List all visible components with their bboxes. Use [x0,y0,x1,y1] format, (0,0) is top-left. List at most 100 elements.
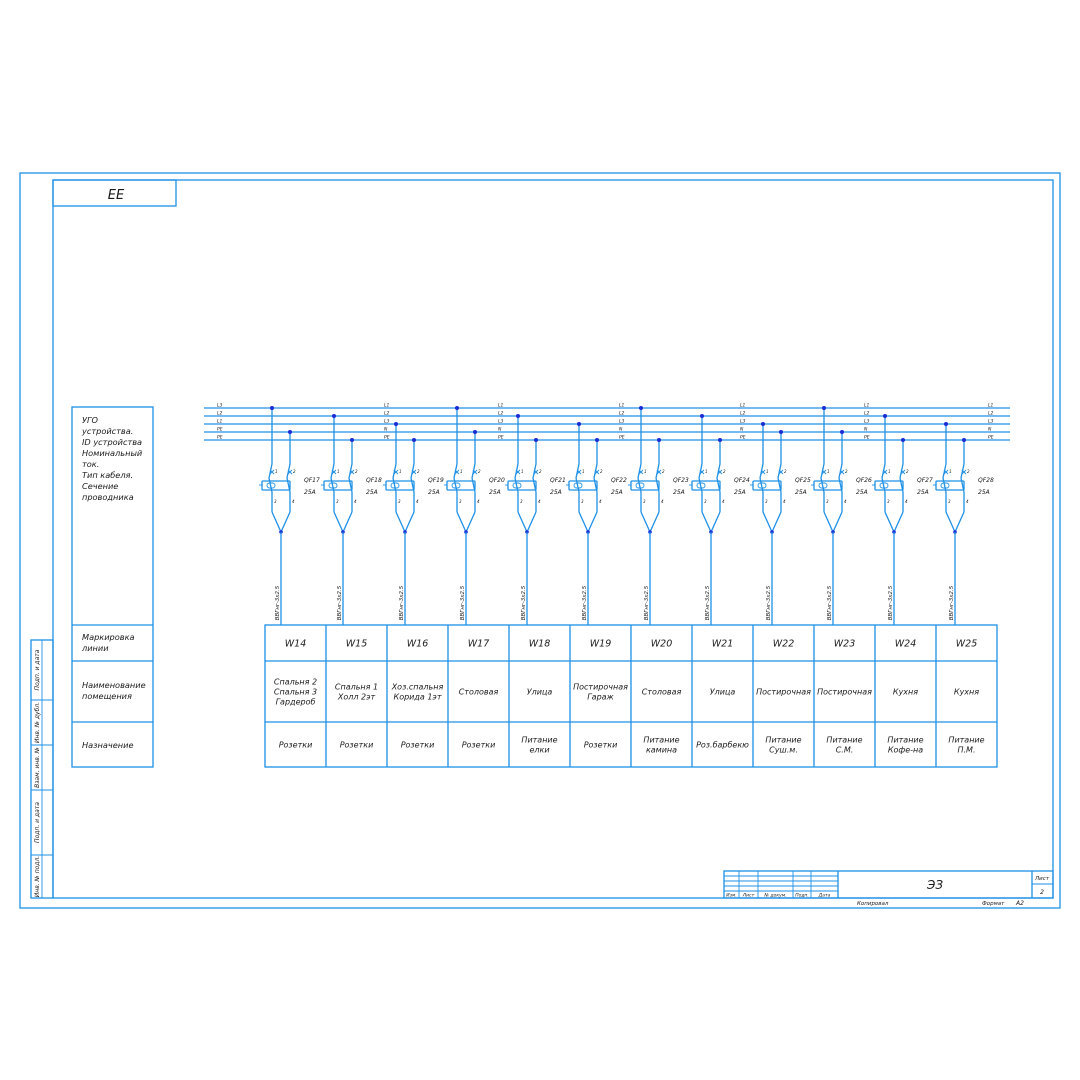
bus-junction [473,430,477,434]
bus-label: L1 [498,403,504,409]
line-marking: W17 [468,638,489,649]
bus-label: PE [498,435,504,441]
room-name: Кухня [893,687,918,696]
bus-label: PE [619,435,625,441]
pin-label: 3 [643,499,646,504]
cable-type: ВВГнг-3х2.5 [766,585,772,620]
pin-label: 1 [827,469,830,474]
pin-label: 1 [275,469,278,474]
legend-ugo-text: ток. [82,459,99,469]
title-col-header: Лист [742,893,755,899]
pin-label: 1 [888,469,891,474]
sheet-label: Лист [1034,876,1050,882]
breaker-current: 25A [611,489,623,496]
purpose: Розетки [584,740,618,749]
breaker-body [446,480,476,491]
rcd-coil [757,482,767,489]
bus-label: L2 [988,411,994,417]
legend-table-border [71,406,154,768]
breaker-body [261,480,291,491]
breaker-id: QF23 [673,477,689,484]
title-col-header: Подп. [795,893,809,899]
cable-type: ВВГнг-3х2.5 [399,585,405,620]
breaker-id: QF25 [795,477,811,484]
rcd-coil [818,482,828,489]
cable-type: ВВГнг-3х2.5 [582,585,588,620]
rcd-coil [879,482,889,489]
breaker-current: 25A [856,489,868,496]
room-name: Столовая [642,687,682,696]
side-strip-label: Подп. и дата [34,802,41,843]
pin-label: 4 [292,499,295,504]
breaker-id: QF18 [366,477,382,484]
cable-type: ВВГнг-3х2.5 [888,585,894,620]
room-name: Спальня 1 [335,682,378,691]
room-name: Улица [710,687,736,696]
bus-junction [657,438,661,442]
purpose: Питание [826,735,862,744]
title-col-header: № докум. [763,893,786,899]
bus-label: L1 [217,419,223,425]
bus-label: L2 [619,411,625,417]
breaker-current: 25A [304,489,316,496]
line-marking: W14 [285,638,306,649]
room-name: Постирочная [756,687,811,696]
bus-junction [962,438,966,442]
bus-label: L1 [988,403,994,409]
room-name: Холл 2эт [337,692,376,701]
bus-label: PE [864,435,870,441]
pin-label: 3 [765,499,768,504]
top-left-stamp: ЕЕ [52,179,177,207]
line-marking: W25 [956,638,977,649]
bus-label: PE [988,435,994,441]
breaker-current: 25A [917,489,929,496]
line-marking: W24 [895,638,916,649]
bus-label: L2 [498,411,504,417]
pin-label: 4 [905,499,908,504]
bus-label: PE [217,427,223,433]
pin-label: 4 [966,499,969,504]
purpose: Питание [521,735,557,744]
pin-label: 1 [766,469,769,474]
purpose: Питание [643,735,679,744]
bus-label: L1 [864,403,870,409]
pin-label: 2 [293,469,296,474]
sheet-outer-border [19,172,1061,909]
pin-label: 4 [416,499,419,504]
legend-room-text: помещения [82,691,132,701]
pin-label: 4 [722,499,725,504]
sheet-number: 2 [1040,889,1044,896]
cable-type: ВВГнг-3х2.5 [521,585,527,620]
copied-label: Копировал [857,901,889,907]
cable-type: ВВГнг-3х2.5 [949,585,955,620]
bus-junction [761,422,765,426]
rcd-coil [328,482,338,489]
bus-label: L3 [217,403,223,409]
bus-label: L1 [384,403,390,409]
bus-junction [718,438,722,442]
pin-label: 3 [826,499,829,504]
pin-label: 1 [521,469,524,474]
room-name: Кухня [954,687,979,696]
designation: ЭЗ [926,878,943,892]
purpose: Кофе-на [888,745,923,754]
line-marking: W23 [834,638,855,649]
format-value: А2 [1015,900,1024,907]
room-name: Корида 1эт [394,692,442,701]
bus-label: L2 [740,411,746,417]
pin-label: 2 [539,469,542,474]
pin-label: 2 [845,469,848,474]
purpose: Питание [887,735,923,744]
pin-label: 4 [599,499,602,504]
bus-junction [639,406,643,410]
